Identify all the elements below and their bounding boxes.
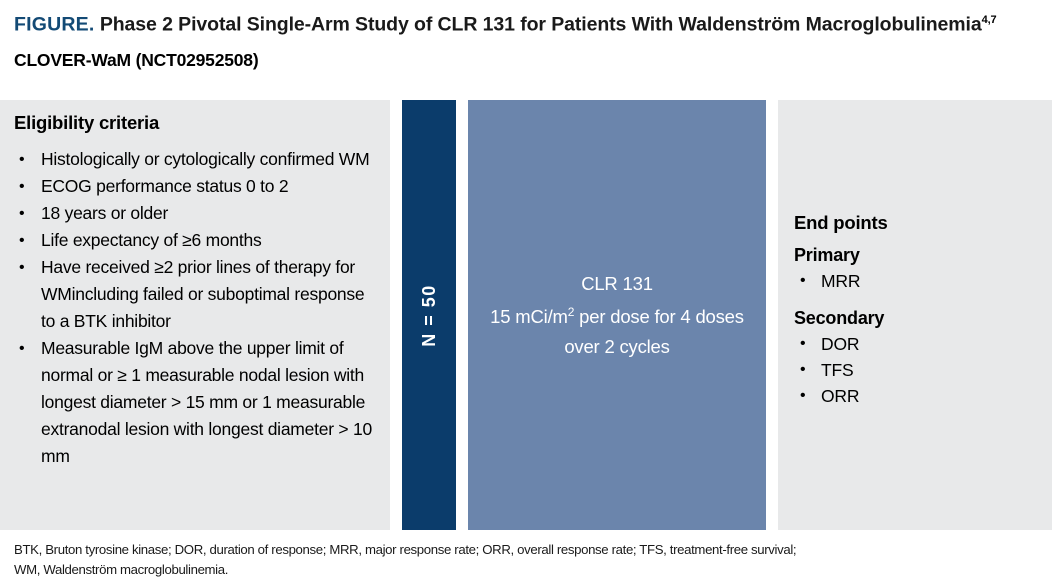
list-item: 18 years or older (14, 200, 378, 227)
endpoints-secondary-list: DOR TFS ORR (794, 331, 1052, 409)
footnote: BTK, Bruton tyrosine kinase; DOR, durati… (0, 540, 1052, 580)
figure-title-text: Phase 2 Pivotal Single-Arm Study of CLR … (99, 13, 982, 36)
list-item: Measurable IgM above the upper limit of … (14, 335, 378, 470)
panels-row: Eligibility criteria Histologically or c… (0, 100, 1052, 530)
eligibility-panel: Eligibility criteria Histologically or c… (0, 100, 390, 530)
treatment-dose-superscript: 2 (567, 305, 575, 320)
figure-title: FIGURE. Phase 2 Pivotal Single-Arm Study… (14, 8, 1038, 38)
endpoints-group-primary: Primary MRR (794, 243, 1052, 294)
eligibility-heading: Eligibility criteria (14, 112, 160, 133)
list-item: ECOG performance status 0 to 2 (14, 173, 378, 200)
treatment-text: CLR 131 15 mCi/m2 per dose for 4 doses o… (468, 269, 766, 360)
figure-header: FIGURE. Phase 2 Pivotal Single-Arm Study… (0, 0, 1052, 71)
eligibility-criteria-list: Histologically or cytologically confirme… (14, 146, 378, 470)
list-item: Life expectancy of ≥6 months (14, 227, 378, 254)
list-item: ORR (794, 383, 1052, 409)
endpoints-group-label: Primary (794, 245, 860, 265)
treatment-dose-suffix: per dose for 4 doses over 2 cycles (564, 306, 744, 357)
endpoints-group-secondary: Secondary DOR TFS ORR (794, 306, 1052, 409)
footnote-line-1: BTK, Bruton tyrosine kinase; DOR, durati… (14, 542, 797, 557)
list-item: MRR (794, 268, 1052, 294)
endpoints-primary-list: MRR (794, 268, 1052, 294)
figure-label: FIGURE. (14, 13, 95, 36)
trial-name: CLOVER-WaM (NCT02952508) (14, 49, 259, 70)
list-item: Histologically or cytologically confirme… (14, 146, 378, 173)
figure-title-superscript: 4,7 (981, 14, 997, 26)
endpoints-group-label: Secondary (794, 308, 885, 328)
endpoints-panel: End points Primary MRR Secondary DOR TFS… (778, 100, 1052, 530)
list-item: Have received ≥2 prior lines of therapy … (14, 254, 378, 335)
treatment-box: CLR 131 15 mCi/m2 per dose for 4 doses o… (468, 100, 766, 530)
footnote-line-2: WM, Waldenström macroglobulinemia. (14, 562, 229, 577)
enrollment-label: N = 50 (418, 283, 439, 347)
list-item: DOR (794, 331, 1052, 357)
endpoints-title: End points (794, 212, 888, 233)
list-item: TFS (794, 357, 1052, 383)
treatment-dose-prefix: 15 mCi/m (490, 306, 568, 328)
enrollment-bar: N = 50 (402, 100, 456, 530)
treatment-drug: CLR 131 (581, 273, 653, 295)
